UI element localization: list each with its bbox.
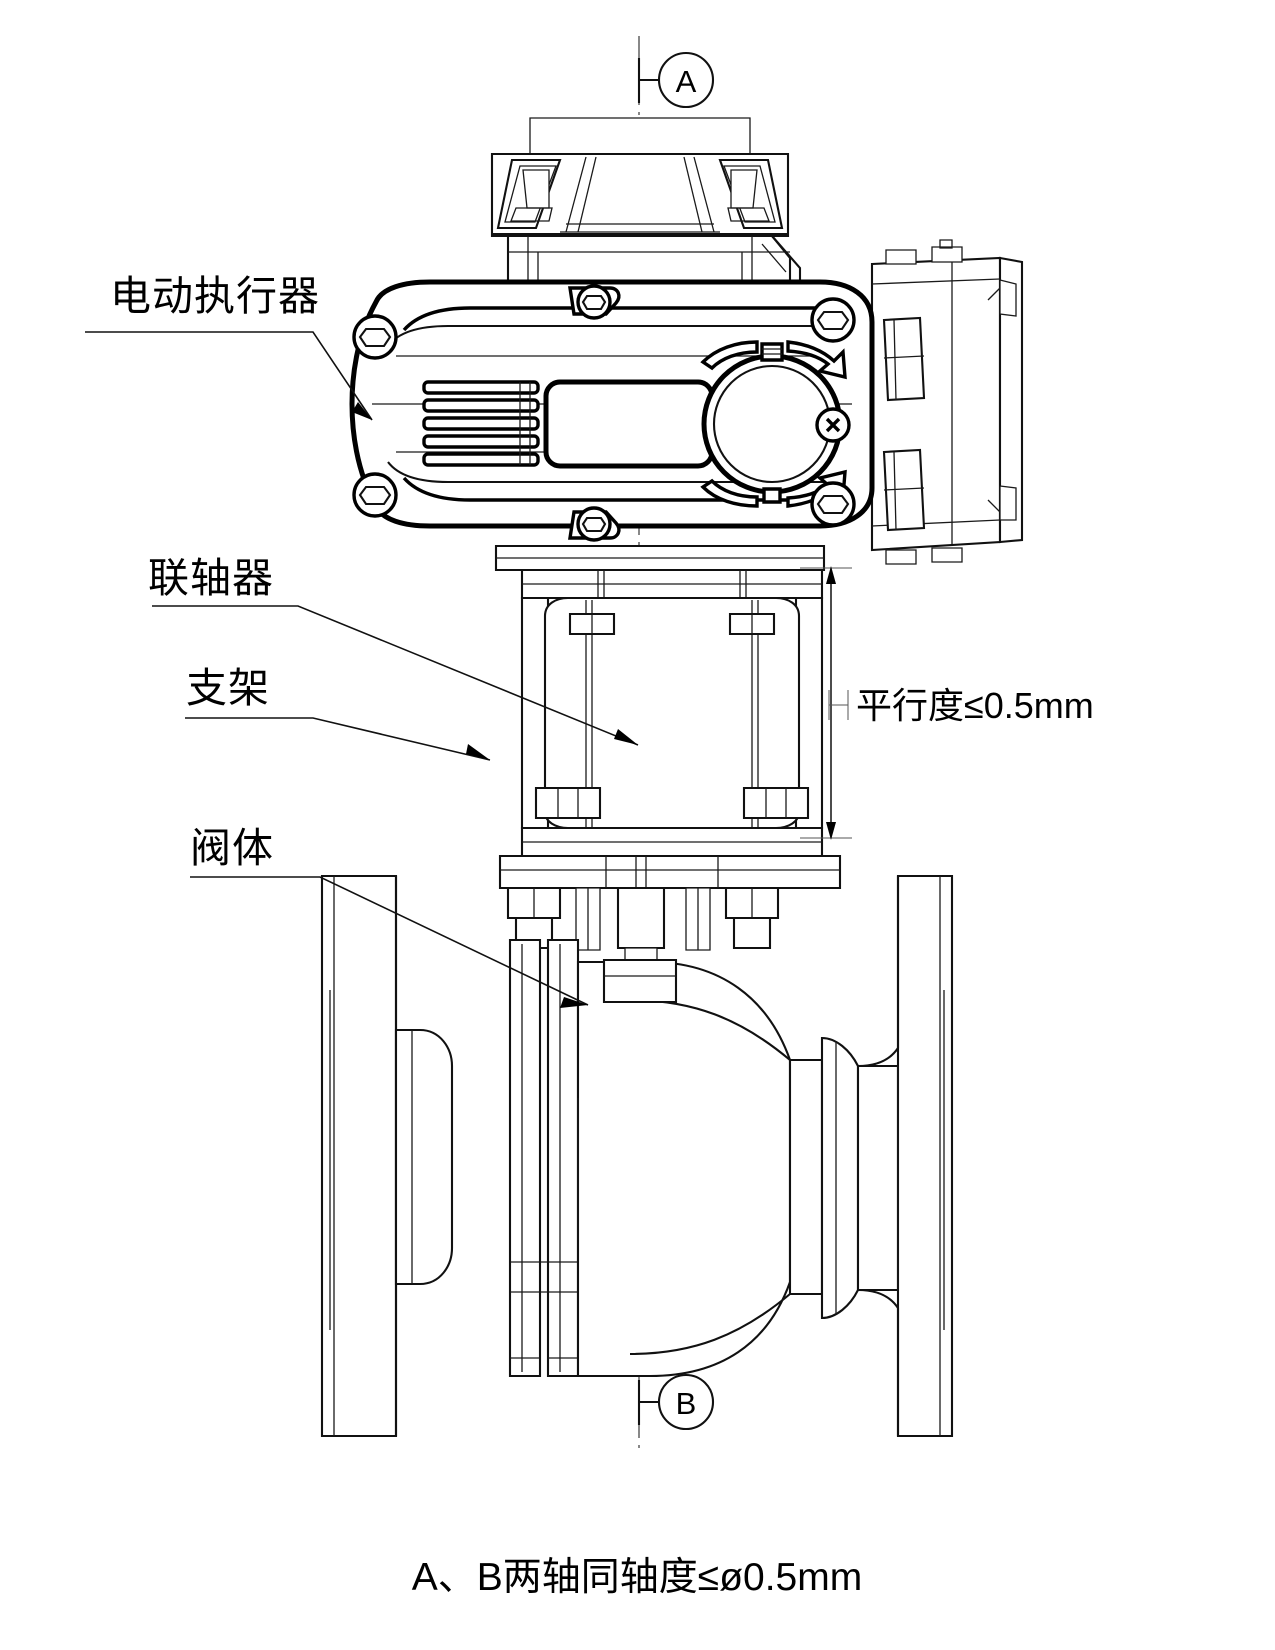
- valve-flange-left: [320, 874, 454, 1438]
- valve-body-right-shoulder: [788, 1036, 860, 1320]
- callout-bracket-label: 支架: [186, 665, 270, 711]
- bracket-bolt-top-left: [568, 612, 616, 636]
- housing-top-center-bolt: [568, 284, 621, 320]
- valve-body-barrel: [576, 960, 792, 1378]
- valve-flange-stud-center: [616, 886, 666, 950]
- datum-b-letter: B: [676, 1386, 697, 1421]
- valve-seat-plates: [508, 938, 580, 1378]
- electric-actuator-assembly: [349, 117, 1024, 565]
- actuator-display-window[interactable]: [543, 379, 715, 469]
- bracket-bolt-bottom-right: [742, 786, 810, 820]
- callout-actuator-label: 电动执行器: [110, 273, 320, 319]
- housing-corner-bolt-bl: [352, 472, 398, 518]
- rotation-arrow-lower: [700, 469, 847, 508]
- callout-bracket: 支架: [185, 665, 491, 761]
- parallelism-dimension: 平行度≤0.5mm: [800, 566, 1094, 840]
- callout-valve-body: 阀体: [190, 825, 589, 1008]
- valve-flange-stud-right-outer: [724, 886, 780, 950]
- housing-corner-bolt-br: [810, 481, 856, 527]
- bracket-bolt-top-right: [728, 612, 776, 636]
- actuator-hood: [490, 117, 790, 238]
- housing-bottom-center-bolt: [568, 506, 621, 542]
- callout-actuator: 电动执行器: [85, 273, 373, 421]
- rotation-arrow-upper: [700, 340, 847, 380]
- bracket-bolt-bottom-left: [534, 786, 602, 820]
- housing-corner-bolt-tr: [810, 297, 856, 343]
- datum-marker-b: B: [637, 1373, 715, 1431]
- valve-stem-collar: [602, 958, 678, 1004]
- housing-cross-screw: [815, 407, 851, 443]
- terminal-box-module: [870, 239, 1024, 565]
- callout-coupling: 联轴器: [148, 555, 639, 746]
- housing-corner-bolt-tl: [352, 314, 398, 360]
- callout-coupling-label: 联轴器: [148, 555, 274, 601]
- valve-flange-stud-left-inner: [575, 887, 601, 951]
- coaxiality-caption: A、B两轴同轴度≤ø0.5mm: [412, 1556, 862, 1599]
- parallelism-text: 平行度≤0.5mm: [856, 685, 1094, 726]
- callout-valve-body-label: 阀体: [190, 825, 274, 871]
- drawing-caption: A、B两轴同轴度≤ø0.5mm: [412, 1556, 862, 1599]
- valve-body-assembly: [320, 874, 954, 1438]
- actuator-main-housing: [349, 279, 875, 542]
- valve-flange-stud-right-inner: [685, 887, 711, 951]
- parallelism-symbol: [828, 690, 849, 720]
- datum-a-letter: A: [676, 64, 697, 99]
- bracket-coupling-assembly: [494, 544, 842, 963]
- datum-marker-a: A: [637, 51, 715, 109]
- valve-flange-right: [856, 874, 954, 1438]
- actuator-vent-louvers: [422, 380, 540, 467]
